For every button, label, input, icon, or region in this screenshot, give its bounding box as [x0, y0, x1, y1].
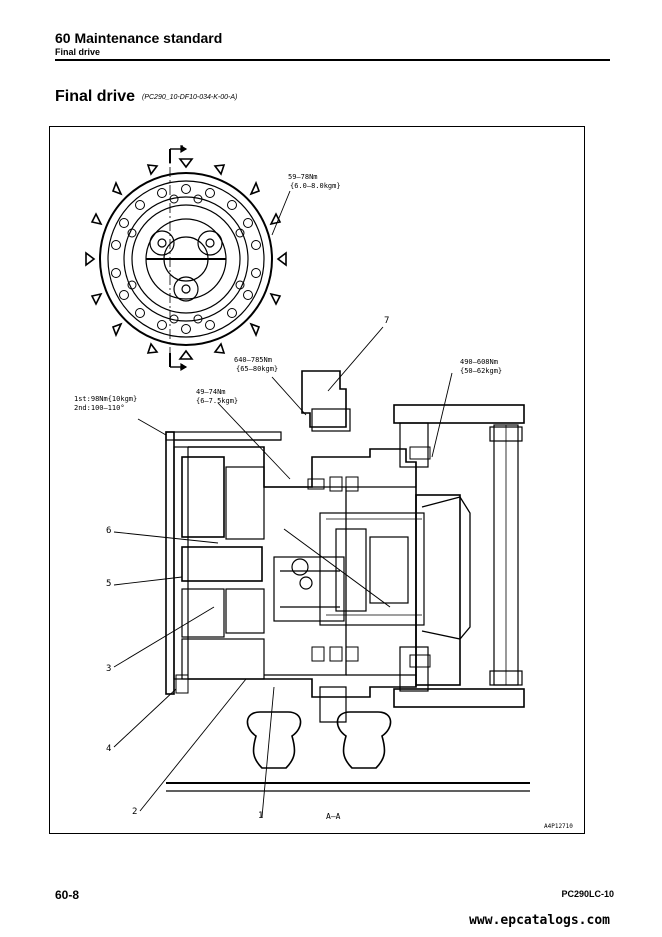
torque-spec-4-kgm: {50–62kgm} [460, 367, 503, 375]
section-view-label: A–A [326, 812, 341, 821]
torque-spec-3-value: 49–74Nm [196, 388, 226, 396]
section-mark-top: A [180, 144, 185, 152]
callout-1: 1 [258, 811, 264, 821]
model-name: PC290LC-10 [561, 889, 614, 899]
torque-spec-4-value: 490–608Nm [460, 358, 498, 366]
leader-lines [113, 190, 453, 818]
page-number: 60-8 [55, 888, 80, 902]
callout-4: 4 [106, 744, 112, 754]
torque-spec-1-value: 59–78Nm [288, 173, 318, 181]
callout-3: 3 [106, 664, 112, 674]
callout-6: 6 [106, 526, 112, 536]
drawing-number: A4P12710 [544, 823, 573, 830]
sprocket-view [85, 144, 287, 372]
torque-spec-2-value: 640–785Nm [234, 356, 272, 364]
chapter-title: 60 Maintenance standard [55, 30, 223, 46]
torque-spec-5-second: 2nd:100–110° [74, 404, 125, 412]
torque-spec-5-first: 1st:98Nm{10kgm} [74, 395, 138, 403]
header-rule [55, 59, 610, 61]
callout-5: 5 [106, 579, 112, 589]
callout-7: 7 [384, 316, 390, 326]
torque-spec-1-kgm: {6.0–8.0kgm} [290, 182, 341, 190]
diagram-frame: A A 59–78Nm {6.0–8.0kgm} 640–785Nm {65–8… [49, 126, 585, 834]
section-title: Final drive [55, 88, 136, 105]
callout-2: 2 [132, 807, 138, 817]
section-view [165, 370, 530, 792]
torque-spec-3-kgm: {6–7.5kgm} [196, 397, 239, 405]
watermark-link[interactable]: www.epcatalogs.com [469, 913, 610, 928]
section-mark-bottom: A [180, 363, 185, 371]
section-reference: (PC290_10-DF10-034-K-00-A) [142, 94, 238, 101]
chapter-subtitle: Final drive [55, 47, 101, 57]
torque-spec-2-kgm: {65–80kgm} [236, 365, 279, 373]
final-drive-drawing [85, 144, 530, 818]
